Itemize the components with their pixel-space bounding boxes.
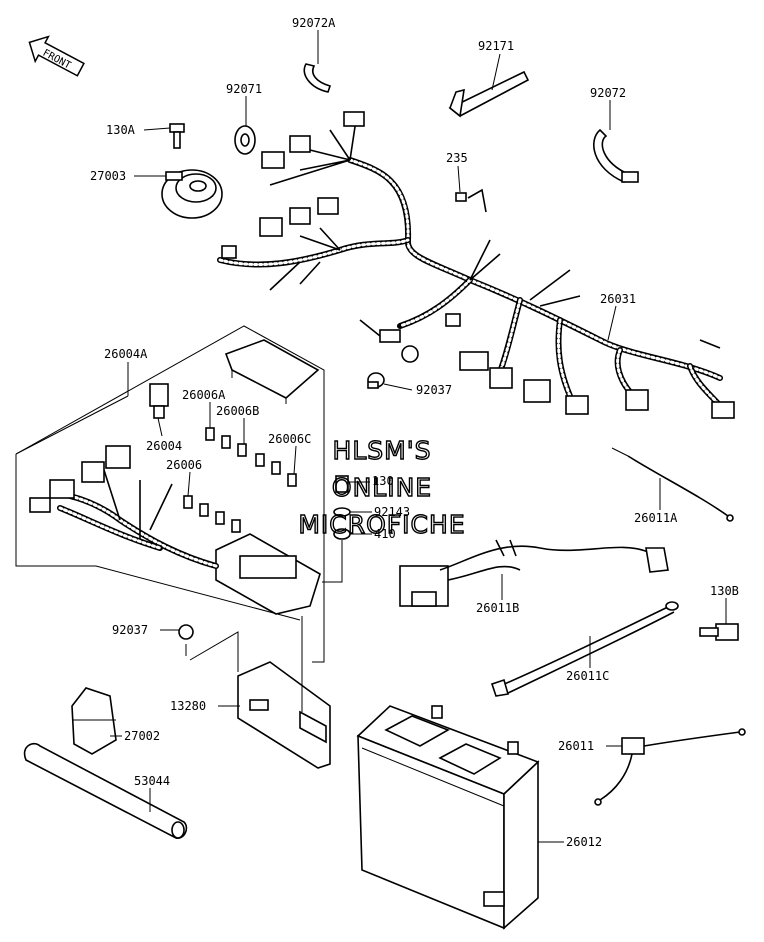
label-27002: 27002 bbox=[124, 729, 160, 743]
label-26004: 26004 bbox=[146, 439, 182, 453]
label-13280: 13280 bbox=[170, 699, 206, 713]
cable-26011a bbox=[611, 447, 734, 522]
label-92071: 92071 bbox=[226, 82, 262, 96]
relay-26004 bbox=[149, 383, 169, 419]
label-130: 130 bbox=[372, 474, 394, 488]
label-26006: 26006 bbox=[166, 458, 202, 472]
label-26011c: 26011C bbox=[566, 669, 609, 683]
label-26006b: 26006B bbox=[216, 404, 259, 418]
fuses bbox=[183, 427, 297, 533]
front-arrow-icon: FRONT bbox=[28, 35, 85, 77]
wiring-harness-26031 bbox=[217, 111, 735, 419]
leader-lines bbox=[15, 30, 727, 843]
tube-53044 bbox=[23, 742, 188, 839]
watermark-line-1: HLSM'S bbox=[333, 436, 432, 465]
label-26011a: 26011A bbox=[634, 511, 678, 525]
part-labels: 92072A 92171 92071 92072 130A 27003 235 … bbox=[90, 16, 739, 849]
label-92072: 92072 bbox=[590, 86, 626, 100]
label-26006c: 26006C bbox=[268, 432, 311, 446]
tie-band-92072 bbox=[592, 128, 639, 184]
label-235: 235 bbox=[446, 151, 468, 165]
label-410: 410 bbox=[374, 527, 396, 541]
clamp-92037-upper bbox=[367, 372, 385, 389]
watermark: HLSM'S ONLINE MICROFICHE bbox=[298, 435, 466, 539]
label-26004a: 26004A bbox=[104, 347, 148, 361]
grommet-92071 bbox=[234, 125, 256, 155]
fuse-box-cover bbox=[224, 339, 320, 404]
label-27003: 27003 bbox=[90, 169, 126, 183]
label-26011b: 26011B bbox=[476, 601, 519, 615]
fuse-box bbox=[29, 445, 321, 615]
label-92171: 92171 bbox=[478, 39, 514, 53]
label-26011: 26011 bbox=[558, 739, 594, 753]
cable-26011 bbox=[594, 728, 746, 806]
clamp-band-92072a bbox=[303, 63, 332, 93]
bolt-235 bbox=[455, 188, 487, 213]
bolt-130 bbox=[335, 475, 349, 493]
label-130a: 130A bbox=[106, 123, 136, 137]
label-92037-lower: 92037 bbox=[112, 623, 148, 637]
horn-27003 bbox=[161, 169, 223, 219]
label-53044: 53044 bbox=[134, 774, 170, 788]
bolt-130a bbox=[169, 123, 185, 149]
battery-26012 bbox=[356, 705, 540, 930]
clamp-92037-lower bbox=[178, 624, 194, 656]
label-92072a: 92072A bbox=[292, 16, 336, 30]
kit-outline-26004a bbox=[15, 325, 325, 663]
label-92037-upper: 92037 bbox=[416, 383, 452, 397]
starter-relay-26011b bbox=[399, 539, 669, 607]
label-26031: 26031 bbox=[600, 292, 636, 306]
label-26012: 26012 bbox=[566, 835, 602, 849]
watermark-line-3: MICROFICHE bbox=[298, 510, 465, 539]
bolt-130b bbox=[699, 623, 739, 641]
watermark-line-2: ONLINE bbox=[332, 473, 432, 502]
label-130b: 130B bbox=[710, 584, 739, 598]
damper-410 bbox=[322, 528, 351, 583]
label-92143: 92143 bbox=[374, 505, 410, 519]
bracket-13280 bbox=[189, 616, 331, 769]
bracket-92171 bbox=[448, 70, 530, 118]
label-26006a: 26006A bbox=[182, 388, 226, 402]
relay-27002 bbox=[71, 687, 117, 755]
